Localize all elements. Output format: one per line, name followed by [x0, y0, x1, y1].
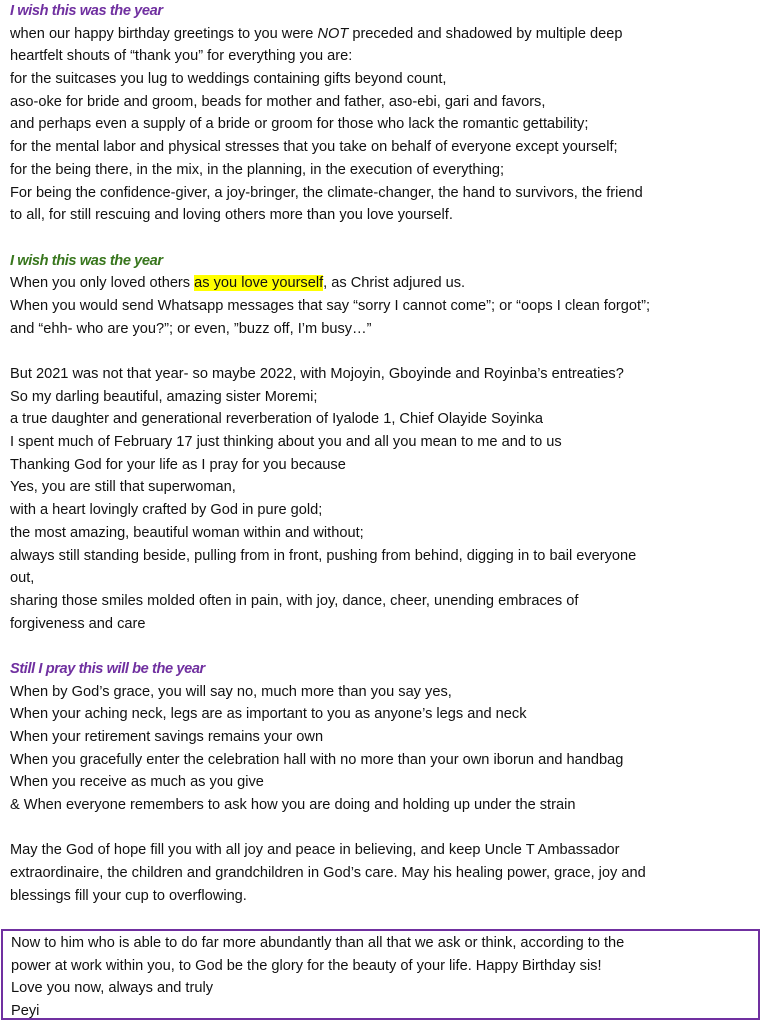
- text-line: Yes, you are still that superwoman,: [10, 476, 760, 499]
- text-line: May the God of hope fill you with all jo…: [10, 839, 760, 862]
- text-segment: preceded and shadowed by multiple deep: [348, 25, 623, 42]
- text-line: & When everyone remembers to ask how you…: [10, 794, 760, 817]
- text-segment: I wish this was the year: [10, 252, 163, 269]
- text-line: when our happy birthday greetings to you…: [10, 23, 760, 46]
- text-line: aso-oke for bride and groom, beads for m…: [10, 91, 760, 114]
- section-heading: I wish this was the year: [10, 250, 760, 273]
- text-line: But 2021 was not that year- so maybe 202…: [10, 363, 760, 386]
- text-segment: Still I pray this will be the year: [10, 660, 205, 677]
- text-segment: May the God of hope fill you with all jo…: [10, 842, 620, 859]
- text-line: When your aching neck, legs are as impor…: [10, 703, 760, 726]
- text-segment: When by God’s grace, you will say no, mu…: [10, 683, 452, 700]
- text-line: When you gracefully enter the celebratio…: [10, 749, 760, 772]
- text-segment: Yes, you are still that superwoman,: [10, 479, 236, 496]
- text-segment: But 2021 was not that year- so maybe 202…: [10, 366, 624, 382]
- text-segment: extraordinaire, the children and grandch…: [10, 865, 646, 882]
- text-line: Thanking God for your life as I pray for…: [10, 454, 760, 477]
- closing-box: Now to him who is able to do far more ab…: [1, 929, 760, 1020]
- text-line: heartfelt shouts of “thank you” for ever…: [10, 45, 760, 68]
- text-segment: and perhaps even a supply of a bride or …: [10, 116, 589, 133]
- blank-line: [10, 817, 760, 840]
- text-segment: When you only loved others: [10, 275, 195, 292]
- text-line: for the mental labor and physical stress…: [10, 136, 760, 159]
- text-line: For being the confidence-giver, a joy-br…: [10, 182, 760, 205]
- text-line: So my darling beautiful, amazing sister …: [10, 386, 760, 409]
- text-segment: When you receive as much as you give: [10, 774, 264, 791]
- text-segment: always still standing beside, pulling fr…: [10, 547, 637, 564]
- text-line: the most amazing, beautiful woman within…: [10, 522, 760, 545]
- text-segment: For being the confidence-giver, a joy-br…: [10, 184, 643, 201]
- text-segment: When your retirement savings remains you…: [10, 729, 324, 745]
- text-segment: the most amazing, beautiful woman within…: [10, 524, 364, 541]
- text-line: When by God’s grace, you will say no, mu…: [10, 681, 760, 704]
- text-line: When you only loved others as you love y…: [10, 272, 760, 295]
- text-line: out,: [10, 567, 760, 590]
- text-segment: So my darling beautiful, amazing sister …: [10, 388, 318, 405]
- text-line: When you would send Whatsapp messages th…: [10, 295, 760, 318]
- letter-body: I wish this was the year when our happy b…: [10, 0, 760, 908]
- blank-line: [10, 635, 760, 658]
- text-line: a true daughter and generational reverbe…: [10, 408, 760, 431]
- emphasis-text: NOT: [317, 25, 349, 42]
- highlighted-text: as you love yourself: [194, 275, 324, 292]
- closing-line: Now to him who is able to do far more ab…: [11, 935, 625, 951]
- text-segment: for the suitcases you lug to weddings co…: [10, 71, 447, 88]
- text-line: When you receive as much as you give: [10, 771, 760, 794]
- text-line: sharing those smiles molded often in pai…: [10, 590, 760, 613]
- text-segment: I spent much of February 17 just thinkin…: [10, 434, 562, 451]
- text-segment: with a heart lovingly crafted by God in …: [10, 502, 323, 519]
- text-line: for the being there, in the mix, in the …: [10, 159, 760, 182]
- text-segment: Thanking God for your life as I pray for…: [10, 456, 346, 473]
- text-segment: , as Christ adjured us.: [323, 275, 466, 292]
- text-segment: When your aching neck, legs are as impor…: [10, 706, 527, 723]
- blank-line: [10, 227, 760, 250]
- text-segment: & When everyone remembers to ask how you…: [10, 797, 576, 814]
- text-line: with a heart lovingly crafted by God in …: [10, 499, 760, 522]
- section-heading: I wish this was the year: [10, 0, 760, 23]
- blank-line: [10, 340, 760, 363]
- text-line: extraordinaire, the children and grandch…: [10, 862, 760, 885]
- closing-line: power at work within you, to God be the …: [11, 957, 602, 974]
- text-segment: a true daughter and generational reverbe…: [10, 411, 544, 428]
- text-segment: When you would send Whatsapp messages th…: [10, 297, 650, 314]
- text-segment: I wish this was the year: [10, 3, 163, 19]
- text-line: and “ehh- who are you?”; or even, ”buzz …: [10, 318, 760, 341]
- text-line: blessings fill your cup to overflowing.: [10, 885, 760, 908]
- text-segment: heartfelt shouts of “thank you” for ever…: [10, 48, 353, 65]
- text-segment: forgiveness and care: [10, 615, 146, 632]
- text-line: always still standing beside, pulling fr…: [10, 545, 760, 568]
- signature: Peyi: [11, 1002, 40, 1019]
- text-segment: for the mental labor and physical stress…: [10, 139, 618, 156]
- text-segment: when our happy birthday greetings to you…: [10, 25, 318, 42]
- text-segment: aso-oke for bride and groom, beads for m…: [10, 93, 546, 110]
- text-line: to all, for still rescuing and loving ot…: [10, 204, 760, 227]
- text-segment: out,: [10, 570, 35, 587]
- text-segment: to all, for still rescuing and loving ot…: [10, 207, 453, 224]
- text-line: I spent much of February 17 just thinkin…: [10, 431, 760, 454]
- text-line: forgiveness and care: [10, 613, 760, 636]
- section-heading: Still I pray this will be the year: [10, 658, 760, 681]
- text-line: When your retirement savings remains you…: [10, 726, 760, 749]
- text-segment: When you gracefully enter the celebratio…: [10, 751, 624, 768]
- text-segment: blessings fill your cup to overflowing.: [10, 887, 247, 904]
- text-segment: sharing those smiles molded often in pai…: [10, 592, 579, 609]
- text-segment: and “ehh- who are you?”; or even, ”buzz …: [10, 320, 372, 337]
- closing-line: Love you now, always and truly: [11, 980, 213, 996]
- text-line: and perhaps even a supply of a bride or …: [10, 113, 760, 136]
- text-line: for the suitcases you lug to weddings co…: [10, 68, 760, 91]
- text-segment: for the being there, in the mix, in the …: [10, 161, 505, 178]
